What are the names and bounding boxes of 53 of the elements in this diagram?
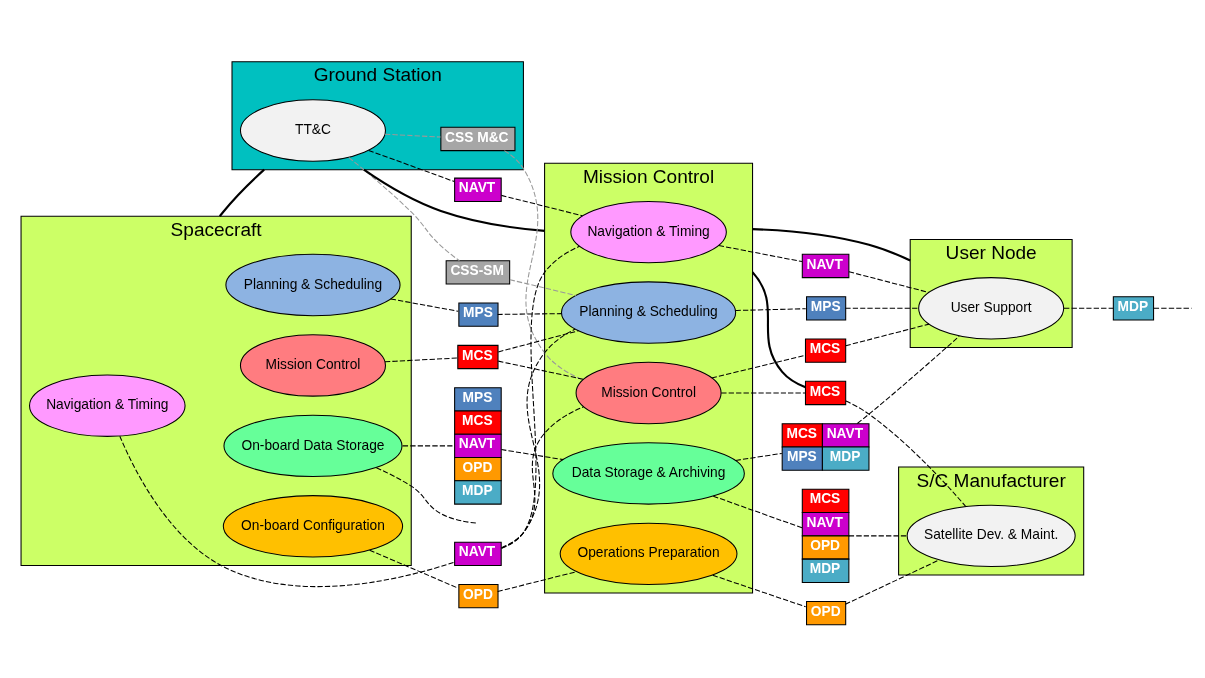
- node-ellipse: User Support: [918, 277, 1065, 340]
- connector: [735, 308, 807, 311]
- connector: [119, 435, 456, 587]
- node-ellipse: Planning & Scheduling: [560, 281, 737, 344]
- connector: [848, 535, 908, 537]
- connector: [500, 328, 576, 549]
- node-ellipse: Navigation & Timing: [570, 200, 727, 264]
- node-ellipse: Navigation & Timing: [29, 374, 186, 437]
- connector: [845, 400, 966, 507]
- connector: [503, 150, 584, 381]
- connector: [848, 271, 930, 293]
- node-ellipse: Satellite Dev. & Maint.: [906, 504, 1076, 568]
- connector: [497, 360, 585, 380]
- connector: [390, 298, 459, 312]
- connector: [751, 271, 806, 389]
- connector: [402, 445, 455, 447]
- connector: [348, 157, 460, 262]
- connector: [712, 574, 807, 608]
- connector: [500, 449, 564, 461]
- connector: [375, 467, 478, 524]
- connector: [384, 357, 459, 363]
- connector: [735, 452, 783, 461]
- connector: [497, 330, 580, 353]
- node-ellipse: Operations Preparation: [559, 522, 738, 586]
- connector: [720, 392, 806, 394]
- connector: [497, 571, 577, 593]
- node-ellipse: Mission Control: [575, 361, 722, 425]
- connector: [718, 244, 803, 263]
- connector: [384, 133, 442, 138]
- node-ellipse: Planning & Scheduling: [225, 253, 401, 317]
- connector: [363, 168, 545, 232]
- node-ellipse: Mission Control: [239, 334, 386, 397]
- connector: [752, 228, 911, 262]
- connector: [711, 354, 806, 379]
- connector: [844, 307, 919, 309]
- node-ellipse: On-board Configuration: [222, 495, 404, 558]
- connector: [497, 313, 563, 315]
- node-ellipse: TT&C: [239, 99, 386, 162]
- node-ellipse: Data Storage & Archiving: [552, 442, 745, 505]
- node-ellipse: On-board Data Storage: [223, 414, 403, 478]
- connector: [1063, 307, 1114, 309]
- connector: [501, 245, 581, 549]
- connector: [501, 406, 585, 549]
- connector: [500, 194, 583, 217]
- connector: [369, 549, 459, 589]
- connector: [1153, 307, 1193, 309]
- connector: [368, 149, 455, 183]
- connector: [218, 168, 265, 217]
- connector: [845, 323, 930, 347]
- connector: [509, 279, 577, 296]
- connector: [844, 559, 940, 605]
- connector: [712, 495, 803, 529]
- connector: [856, 335, 960, 425]
